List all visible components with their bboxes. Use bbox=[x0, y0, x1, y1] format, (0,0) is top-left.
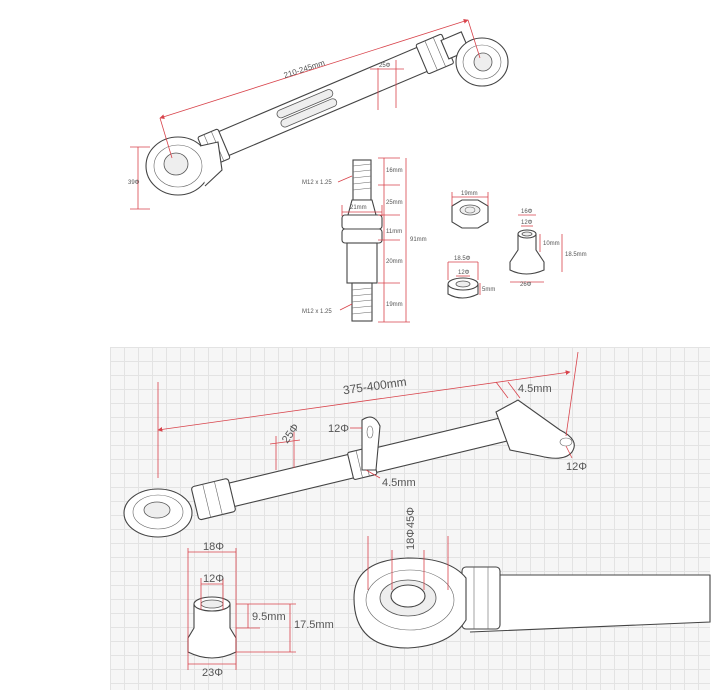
top-spacer-top-label: 16Φ bbox=[521, 209, 533, 215]
bottom-tie-rod: 375-400mm 4.5mm 25Φ 12Φ 4.5mm 12Φ bbox=[123, 351, 587, 538]
eye-outer-diameter-label: 45Φ bbox=[405, 507, 417, 528]
top-rod-length-dimension-line bbox=[159, 19, 469, 119]
nut-drawing: 19mm bbox=[451, 191, 489, 229]
bottom-spacer-inner-label: 12Φ bbox=[203, 573, 224, 585]
bolt-drawing: 16mm 25mm 11mm 20mm 19mm 91mm 21mm M12 x… bbox=[302, 157, 427, 323]
washer-drawing: 18.5Φ 12Φ 5mm bbox=[447, 256, 495, 299]
bottom-spacer-height-total-label: 17.5mm bbox=[294, 619, 334, 631]
washer-thickness-label: 5mm bbox=[482, 287, 495, 293]
top-rod-diameter-label: 25Φ bbox=[379, 63, 391, 69]
top-rod-length-label: 210-245mm bbox=[283, 58, 327, 80]
bolt-seg-25-label: 25mm bbox=[386, 200, 403, 206]
bolt-seg-19-label: 19mm bbox=[386, 302, 403, 308]
bottom-spacer-bottom-label: 23Φ bbox=[202, 667, 223, 679]
end-mount-bracket bbox=[495, 399, 575, 459]
washer-outer-label: 18.5Φ bbox=[454, 256, 471, 262]
bolt-total-label: 91mm bbox=[410, 237, 427, 243]
bottom-rod-eye bbox=[123, 488, 193, 538]
top-spacer-drawing: 16Φ 12Φ 10mm 18.5mm 26Φ bbox=[509, 209, 587, 288]
mount-hole-1-label: 12Φ bbox=[328, 423, 349, 435]
mount-hole-2-label: 12Φ bbox=[566, 461, 587, 473]
bolt-seg-11-label: 11mm bbox=[386, 229, 402, 235]
nut-width-label: 19mm bbox=[461, 191, 478, 197]
bottom-rod-diameter-label: 25Φ bbox=[280, 421, 302, 445]
top-eye-diameter-label: 39Φ bbox=[128, 180, 140, 186]
bottom-spacer-height-small-label: 9.5mm bbox=[252, 611, 286, 623]
top-spacer-height-total-label: 18.5mm bbox=[565, 252, 587, 258]
bolt-flange-width-label: 21mm bbox=[350, 205, 367, 211]
bolt-thread-top-label: M12 x 1.25 bbox=[302, 180, 332, 186]
bottom-spacer-top-label: 18Φ bbox=[203, 541, 224, 553]
bolt-seg-20-label: 20mm bbox=[386, 259, 403, 265]
bottom-rod-length-label: 375-400mm bbox=[342, 375, 407, 398]
bolt-seg-16-label: 16mm bbox=[386, 168, 403, 174]
top-right-rod-eye bbox=[455, 37, 509, 87]
washer-inner-label: 12Φ bbox=[458, 270, 470, 276]
bracket-thickness-mid-label: 4.5mm bbox=[382, 477, 416, 489]
eye-closeup-drawing: 45Φ 18Φ bbox=[353, 507, 711, 649]
bracket-thickness-top-label: 4.5mm bbox=[518, 383, 552, 395]
eye-inner-diameter-label: 18Φ bbox=[405, 529, 417, 550]
top-spacer-bottom-label: 26Φ bbox=[520, 282, 532, 288]
top-spacer-inner-label: 12Φ bbox=[521, 220, 533, 226]
bolt-thread-bottom-label: M12 x 1.25 bbox=[302, 309, 332, 315]
top-left-rod-eye bbox=[145, 136, 223, 196]
top-spacer-height-small-label: 10mm bbox=[543, 241, 560, 247]
bottom-spacer-drawing: 18Φ 12Φ 9.5mm 17.5mm 23Φ bbox=[187, 541, 334, 679]
